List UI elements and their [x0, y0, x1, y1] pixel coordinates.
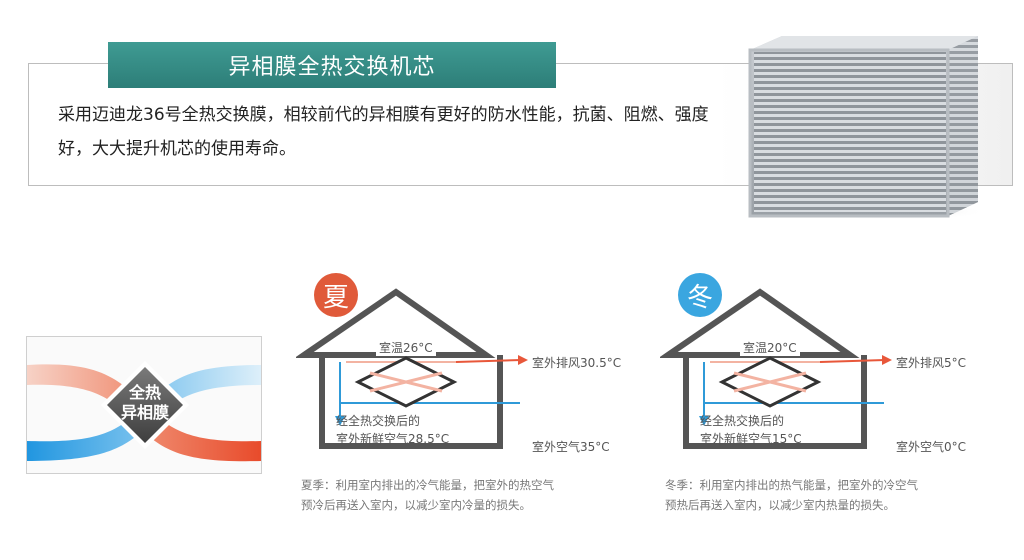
winter-fresh-label-2: 室外新鲜空气15°C — [700, 432, 802, 446]
summer-scene: 夏 室温26°C 室外排风30.5°C 经全热交换后的 室外新鲜空气28.5°C… — [296, 270, 626, 520]
summer-badge: 夏 — [314, 273, 358, 317]
summer-caption-line1: 夏季：利用室内排出的冷气能量，把室外的热空气 — [301, 478, 554, 492]
winter-outdoor-label: 室外空气0°C — [896, 440, 967, 454]
summer-exhaust-label: 室外排风30.5°C — [532, 356, 622, 370]
winter-caption-line2: 预热后再送入室内，以减少室内热量的损失。 — [665, 498, 895, 512]
winter-scene: 冬 室温20°C 室外排风5°C 经全热交换后的 室外新鲜空气15°C 室外空气… — [660, 270, 990, 520]
summer-fresh-label-2: 室外新鲜空气28.5°C — [336, 432, 450, 446]
title-banner: 异相膜全热交换机芯 — [108, 42, 556, 88]
summer-room-temp: 室温26°C — [376, 339, 436, 356]
heat-exchanger-core-image — [748, 36, 982, 220]
winter-badge: 冬 — [678, 273, 722, 317]
membrane-illustration: 全热 异相膜 — [26, 336, 262, 474]
winter-room-temp: 室温20°C — [740, 339, 800, 356]
membrane-label-line1: 全热 — [128, 383, 161, 402]
description-text: 采用迈迪龙36号全热交换膜，相较前代的异相膜有更好的防水性能，抗菌、阻燃、强度好… — [58, 105, 709, 159]
summer-fresh-label-1: 经全热交换后的 — [336, 414, 421, 428]
winter-caption-line1: 冬季：利用室内排出的热气能量，把室外的冷空气 — [665, 478, 918, 492]
summer-outdoor-label: 室外空气35°C — [532, 440, 610, 454]
membrane-flow-graphic — [27, 361, 261, 462]
membrane-label-line2: 异相膜 — [120, 403, 169, 422]
summer-caption-line2: 预冷后再送入室内，以减少室内冷量的损失。 — [301, 498, 531, 512]
summer-house-diagram — [296, 288, 528, 449]
page-title: 异相膜全热交换机芯 — [228, 55, 436, 80]
winter-exhaust-label: 室外排风5°C — [896, 356, 967, 370]
winter-fresh-label-1: 经全热交换后的 — [700, 414, 785, 428]
